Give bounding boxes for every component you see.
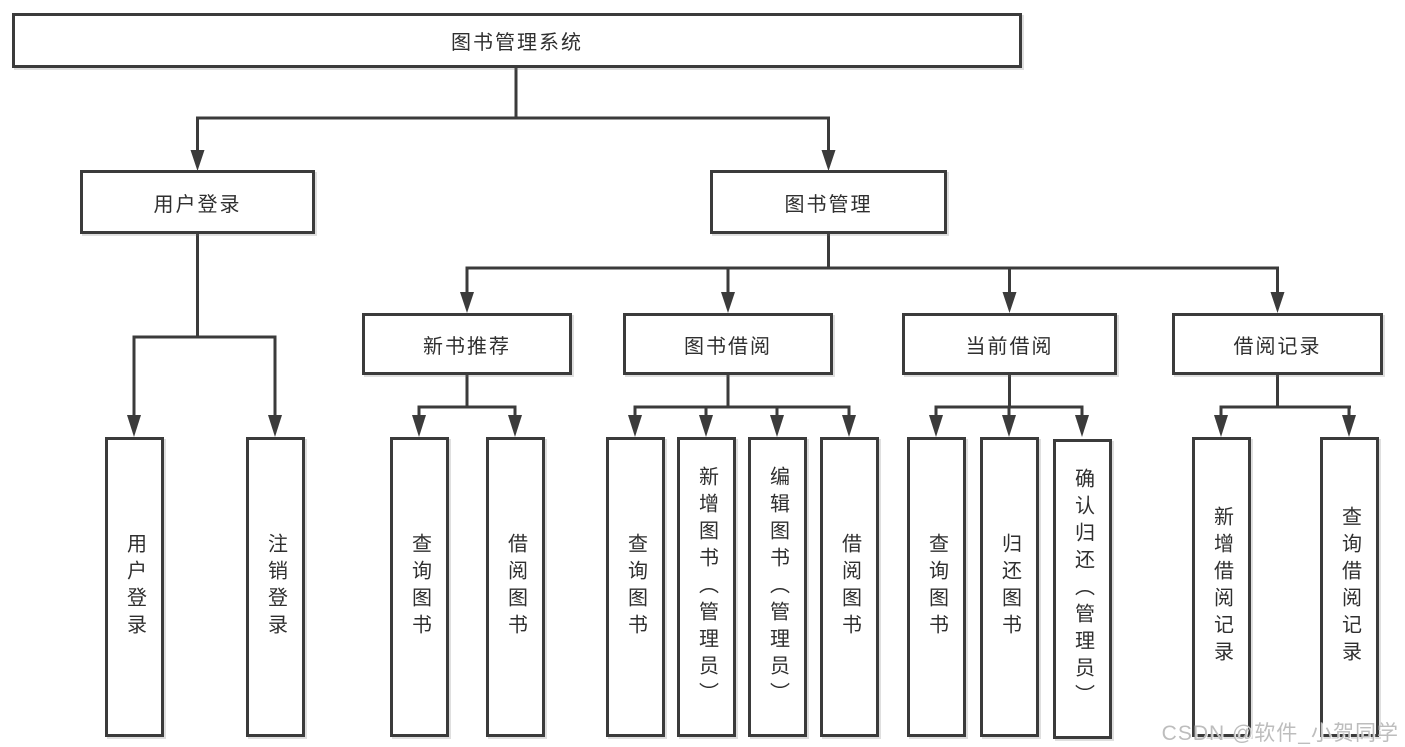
leaf-label: 新增借阅记录 (1210, 506, 1233, 668)
leaf-label: 编辑图书（管理员） (766, 465, 789, 709)
leaf-label: 查询借阅记录 (1338, 506, 1361, 668)
leaf-current-confirm-return-admin: 确认归还（管理员） (1053, 439, 1112, 739)
node-label: 图书借阅 (684, 335, 772, 358)
leaf-label: 确认归还（管理员） (1071, 467, 1094, 711)
leaf-logout-login: 注销登录 (246, 437, 305, 737)
leaf-label: 查询图书 (624, 533, 647, 641)
leaf-label: 用户登录 (123, 533, 146, 641)
leaf-record-query: 查询借阅记录 (1320, 437, 1379, 737)
node-borrow-record: 借阅记录 (1172, 313, 1383, 375)
node-label: 新书推荐 (423, 335, 511, 358)
node-label: 当前借阅 (965, 335, 1054, 358)
leaf-current-query-book: 查询图书 (907, 437, 966, 737)
leaf-current-return-book: 归还图书 (980, 437, 1039, 737)
leaf-record-add: 新增借阅记录 (1192, 437, 1251, 737)
node-label: 借阅记录 (1233, 335, 1322, 358)
leaf-label: 注销登录 (264, 533, 287, 641)
node-label: 图书管理系统 (451, 32, 583, 54)
node-book-borrow: 图书借阅 (623, 313, 833, 375)
leaf-borrow-borrow-book: 借阅图书 (820, 437, 879, 737)
node-label: 用户登录 (153, 193, 242, 216)
leaf-borrow-query-book: 查询图书 (606, 437, 665, 737)
leaf-label: 查询图书 (925, 533, 948, 641)
node-label: 图书管理 (784, 193, 873, 216)
leaf-label: 归还图书 (998, 533, 1021, 641)
node-root-system: 图书管理系统 (12, 13, 1022, 68)
leaf-label: 新增图书（管理员） (695, 465, 718, 709)
node-book-management: 图书管理 (710, 170, 947, 234)
leaf-label: 借阅图书 (504, 533, 527, 641)
node-user-login: 用户登录 (80, 170, 315, 234)
leaf-recommend-query-book: 查询图书 (390, 437, 449, 737)
leaf-user-login: 用户登录 (105, 437, 164, 737)
leaf-recommend-borrow-book: 借阅图书 (486, 437, 545, 737)
leaf-borrow-add-book-admin: 新增图书（管理员） (677, 437, 736, 737)
node-new-book-recommend: 新书推荐 (362, 313, 572, 375)
leaf-label: 借阅图书 (838, 533, 861, 641)
csdn-watermark: CSDN @软件_小贺同学 (1161, 722, 1399, 745)
leaf-borrow-edit-book-admin: 编辑图书（管理员） (748, 437, 807, 737)
node-current-borrow: 当前借阅 (902, 313, 1117, 375)
leaf-label: 查询图书 (408, 533, 431, 641)
